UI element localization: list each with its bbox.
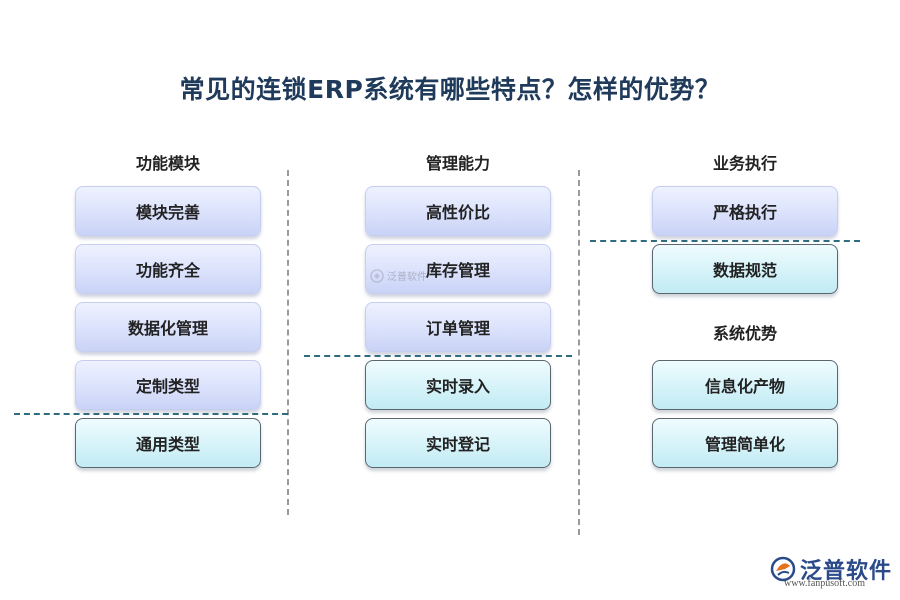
column-heading-management: 管理能力 xyxy=(425,154,490,173)
brand-name: 泛普软件 xyxy=(800,559,893,584)
column-heading-function-modules: 功能模块 xyxy=(135,154,200,173)
item-realtime-entry: 实时录入 xyxy=(365,360,551,410)
item-data-management: 数据化管理 xyxy=(75,302,261,352)
page-title: 常见的连锁ERP系统有哪些特点？怎样的优势？ xyxy=(179,75,721,104)
item-realtime-register: 实时登记 xyxy=(365,418,551,468)
watermark-text: 泛普软件 xyxy=(387,272,427,283)
section-divider-col1 xyxy=(14,413,288,415)
column-heading-business-execution: 业务执行 xyxy=(712,154,777,173)
item-module-complete: 模块完善 xyxy=(75,186,261,236)
brand-logo: 泛普软件 xyxy=(770,553,892,585)
item-general-type: 通用类型 xyxy=(75,418,261,468)
item-data-standard: 数据规范 xyxy=(652,244,838,294)
column-divider-right xyxy=(578,170,580,535)
column-divider-left xyxy=(287,170,289,515)
item-strict-execution: 严格执行 xyxy=(652,186,838,236)
section-divider-col3 xyxy=(590,240,860,242)
item-full-functions: 功能齐全 xyxy=(75,244,261,294)
brand-logo-icon xyxy=(770,556,796,582)
item-order-management: 订单管理 xyxy=(365,302,551,352)
item-simplified-management: 管理简单化 xyxy=(652,418,838,468)
watermark-logo-icon xyxy=(370,268,384,283)
brand-url: www.fanpusoft.com xyxy=(784,578,866,589)
watermark: 泛普软件 xyxy=(370,268,427,283)
section-divider-col2 xyxy=(304,355,572,357)
item-custom-type: 定制类型 xyxy=(75,360,261,410)
item-inventory-management: 库存管理 xyxy=(365,244,551,294)
item-informatization: 信息化产物 xyxy=(652,360,838,410)
column-subheading-system-advantages: 系统优势 xyxy=(712,324,777,343)
item-cost-effective: 高性价比 xyxy=(365,186,551,236)
